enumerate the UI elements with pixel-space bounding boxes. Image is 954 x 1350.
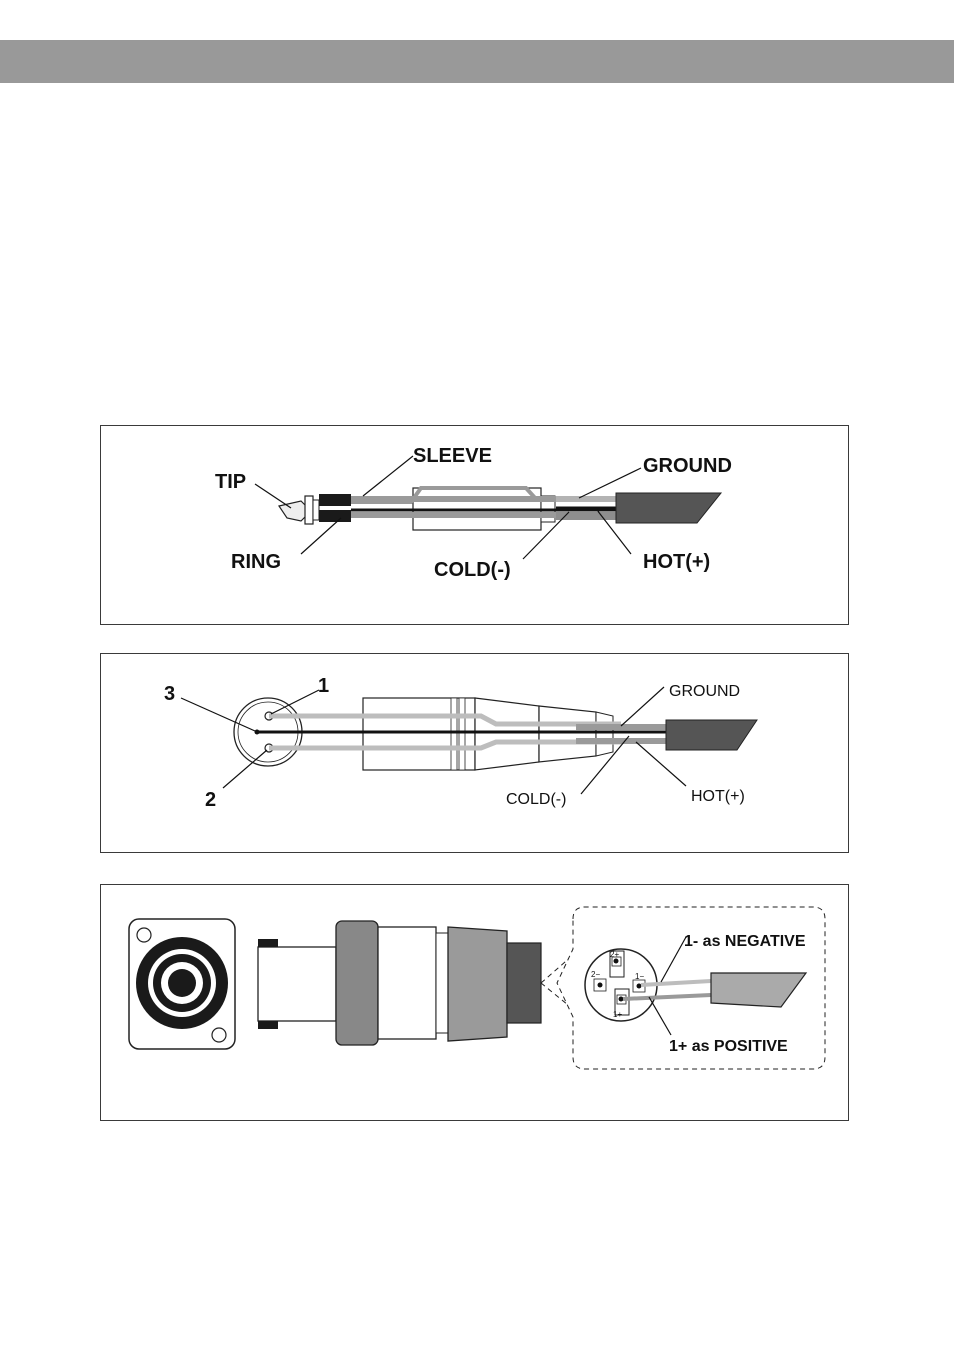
jack-tip-shape — [279, 501, 306, 521]
label-ground: GROUND — [643, 455, 732, 477]
jack-ring-block — [319, 494, 351, 506]
xlr-cable-jacket — [666, 720, 757, 750]
speakon-wiring-diagram: 2+ 2− 1− 1+ 1- as NEGATIVE 1+ as POSITIV… — [101, 885, 850, 1122]
label-sleeve: SLEEVE — [413, 445, 492, 467]
label-negative: 1- as NEGATIVE — [684, 933, 806, 950]
label-xlr-hot: HOT(+) — [691, 788, 745, 805]
speakon-plug-ring — [336, 921, 378, 1045]
speakon-pin-1minus: 1− — [635, 972, 644, 981]
jack-cable-jacket — [616, 493, 721, 523]
xlr-wiring-panel: 1 3 2 GROUND COLD(-) HOT(+) — [100, 653, 849, 853]
label-hot: HOT(+) — [643, 551, 710, 573]
xlr-wiring-diagram: 1 3 2 GROUND COLD(-) HOT(+) — [101, 654, 850, 854]
speakon-plug-front — [258, 947, 336, 1021]
label-xlr-ground: GROUND — [669, 683, 740, 700]
label-cold: COLD(-) — [434, 559, 511, 581]
speakon-strain-relief — [507, 943, 541, 1023]
label-positive: 1+ as POSITIVE — [669, 1038, 788, 1055]
label-pin2: 2 — [205, 789, 216, 811]
jack-wiring-diagram: TIP SLEEVE GROUND RING COLD(-) HOT(+) — [101, 426, 850, 626]
label-tip: TIP — [215, 471, 246, 493]
label-pin1: 1 — [318, 675, 329, 697]
speakon-plug-body — [448, 927, 507, 1041]
speakon-socket-center — [168, 969, 196, 997]
label-pin3: 3 — [164, 683, 175, 705]
jack-wiring-panel: TIP SLEEVE GROUND RING COLD(-) HOT(+) — [100, 425, 849, 625]
label-ring: RING — [231, 551, 281, 573]
header-bar — [0, 40, 954, 83]
label-xlr-cold: COLD(-) — [506, 791, 566, 808]
speakon-pin-2plus: 2+ — [610, 950, 619, 959]
speakon-wiring-panel: 2+ 2− 1− 1+ 1- as NEGATIVE 1+ as POSITIV… — [100, 884, 849, 1121]
jack-sleeve-block — [319, 510, 351, 522]
speakon-pin-1plus: 1+ — [613, 1010, 622, 1019]
jack-insulator — [305, 496, 313, 524]
speakon-pin-2minus: 2− — [591, 970, 600, 979]
xlr-body — [363, 698, 475, 770]
